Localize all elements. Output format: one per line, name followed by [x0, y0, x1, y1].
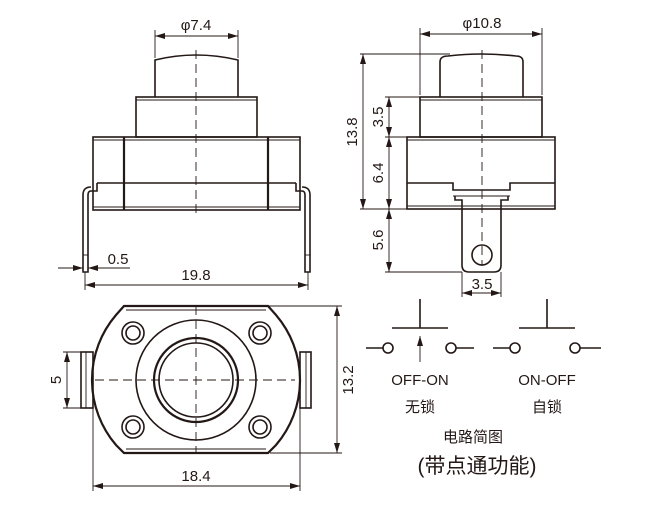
side-solder-tab	[461, 209, 502, 273]
circuit-subtitle: (带点通功能)	[418, 455, 537, 478]
bottom-width-label: 18.4	[181, 468, 210, 485]
front-cap	[154, 54, 239, 97]
side-tab-width-label: 3.5	[472, 276, 493, 293]
bottom-right-tab	[299, 351, 312, 409]
front-view: φ7.4 0.5 19.8	[58, 17, 311, 290]
on-off-label: ON-OFF	[518, 372, 576, 389]
side-body	[406, 136, 556, 210]
circuit-off-on: OFF-ON 无锁	[366, 299, 474, 416]
side-collar	[419, 96, 543, 138]
front-cap-diameter-label: φ7.4	[181, 17, 212, 34]
bottom-tab-width-label: 5	[48, 376, 65, 384]
side-tab-length-label: 5.6	[370, 230, 387, 251]
side-total-height-label: 13.8	[344, 117, 361, 146]
front-left-pin	[82, 183, 98, 273]
on-off-type-label: 自锁	[532, 399, 562, 416]
front-collar	[135, 96, 258, 138]
circuit-on-off: ON-OFF 自锁	[493, 299, 601, 416]
front-pin-thickness-label: 0.5	[108, 251, 129, 268]
front-body	[92, 136, 301, 211]
bottom-outline	[90, 304, 302, 455]
side-diameter-label: φ10.8	[463, 15, 502, 32]
front-right-pin	[295, 183, 311, 273]
bottom-depth-label: 13.2	[340, 365, 357, 394]
mounting-holes	[121, 321, 272, 439]
side-cap	[439, 53, 524, 97]
front-pin-span-label: 19.8	[181, 267, 210, 284]
circuit-title: 电路简图	[443, 429, 503, 446]
side-body-height-label: 6.4	[370, 163, 387, 184]
bottom-view: 5 13.2 18.4	[48, 304, 357, 491]
off-on-label: OFF-ON	[391, 372, 449, 389]
off-on-type-label: 无锁	[405, 399, 435, 416]
side-collar-height-label: 3.5	[370, 107, 387, 128]
side-view: φ10.8 13.8 3.5 6.4 5.6 3.5	[344, 15, 556, 297]
